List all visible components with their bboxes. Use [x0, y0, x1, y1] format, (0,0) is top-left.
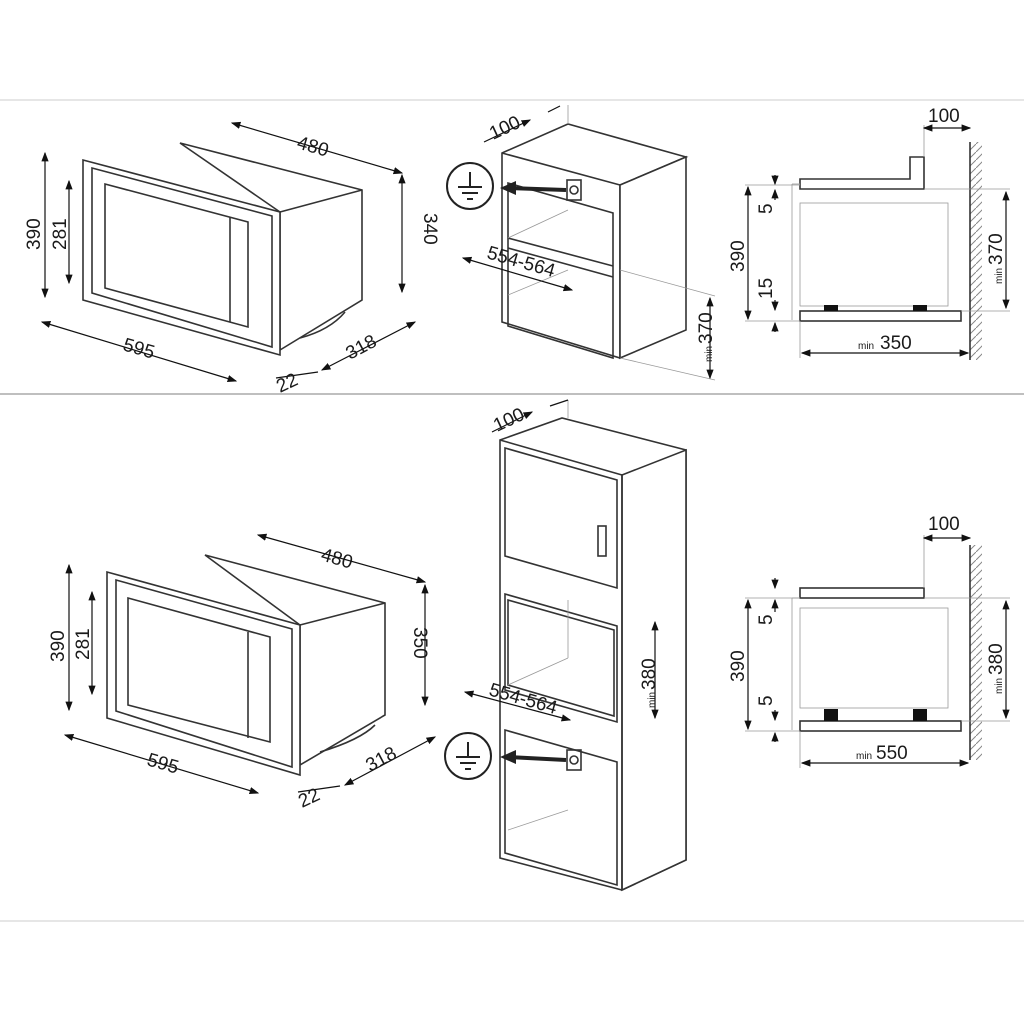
bottom-side-rear-gap: 100	[928, 514, 960, 535]
bottom-oven-width: 595	[145, 750, 181, 779]
top-oven-window-height: 281	[50, 218, 71, 250]
top-side-min-label-height: min	[994, 268, 1005, 284]
bottom-oven-drawing	[63, 533, 437, 795]
top-cabinet-rear-gap: 100	[486, 112, 524, 144]
bottom-cabinet-min-label: min	[647, 692, 658, 708]
top-ground-icon	[446, 162, 494, 210]
top-cabinet-drawing	[461, 105, 716, 381]
top-cabinet-niche-height: 370	[696, 312, 717, 344]
bottom-oven-depth: 480	[319, 545, 355, 574]
bottom-side-min-label-depth: min	[856, 751, 872, 762]
top-side-niche-depth: 350	[880, 333, 912, 354]
top-side-top-gap: 5	[756, 203, 777, 214]
top-cabinet-min-label: min	[704, 346, 715, 362]
bottom-side-top-gap: 5	[756, 614, 777, 625]
bottom-side-niche-height: 380	[986, 643, 1007, 675]
top-side-height: 390	[728, 240, 749, 272]
top-oven-body-height: 340	[419, 213, 440, 245]
bottom-oven-height: 390	[48, 630, 69, 662]
top-side-min-label-depth: min	[858, 341, 874, 352]
bottom-cabinet-drawing	[463, 399, 687, 892]
top-oven-height: 390	[24, 218, 45, 250]
top-side-niche-height: 370	[986, 233, 1007, 265]
bottom-oven-window-height: 281	[73, 628, 94, 660]
top-side-drawing	[744, 124, 1010, 360]
bottom-side-min-label-height: min	[994, 678, 1005, 694]
top-oven-depth: 480	[295, 133, 331, 162]
top-side-bottom-gap: 15	[756, 278, 777, 299]
bottom-ground-icon	[444, 732, 492, 780]
bottom-oven-body-depth: 318	[362, 743, 400, 776]
bottom-side-bottom-gap: 5	[756, 695, 777, 706]
bottom-side-height: 390	[728, 650, 749, 682]
bottom-oven-body-height: 350	[409, 627, 430, 659]
top-oven-drawing	[40, 121, 417, 383]
top-oven-body-depth: 318	[342, 331, 380, 364]
bottom-cabinet-niche-height: 380	[639, 658, 660, 690]
bottom-side-drawing	[744, 534, 1010, 768]
bottom-side-niche-depth: 550	[876, 743, 908, 764]
top-oven-width: 595	[121, 335, 157, 364]
top-side-rear-gap: 100	[928, 106, 960, 127]
